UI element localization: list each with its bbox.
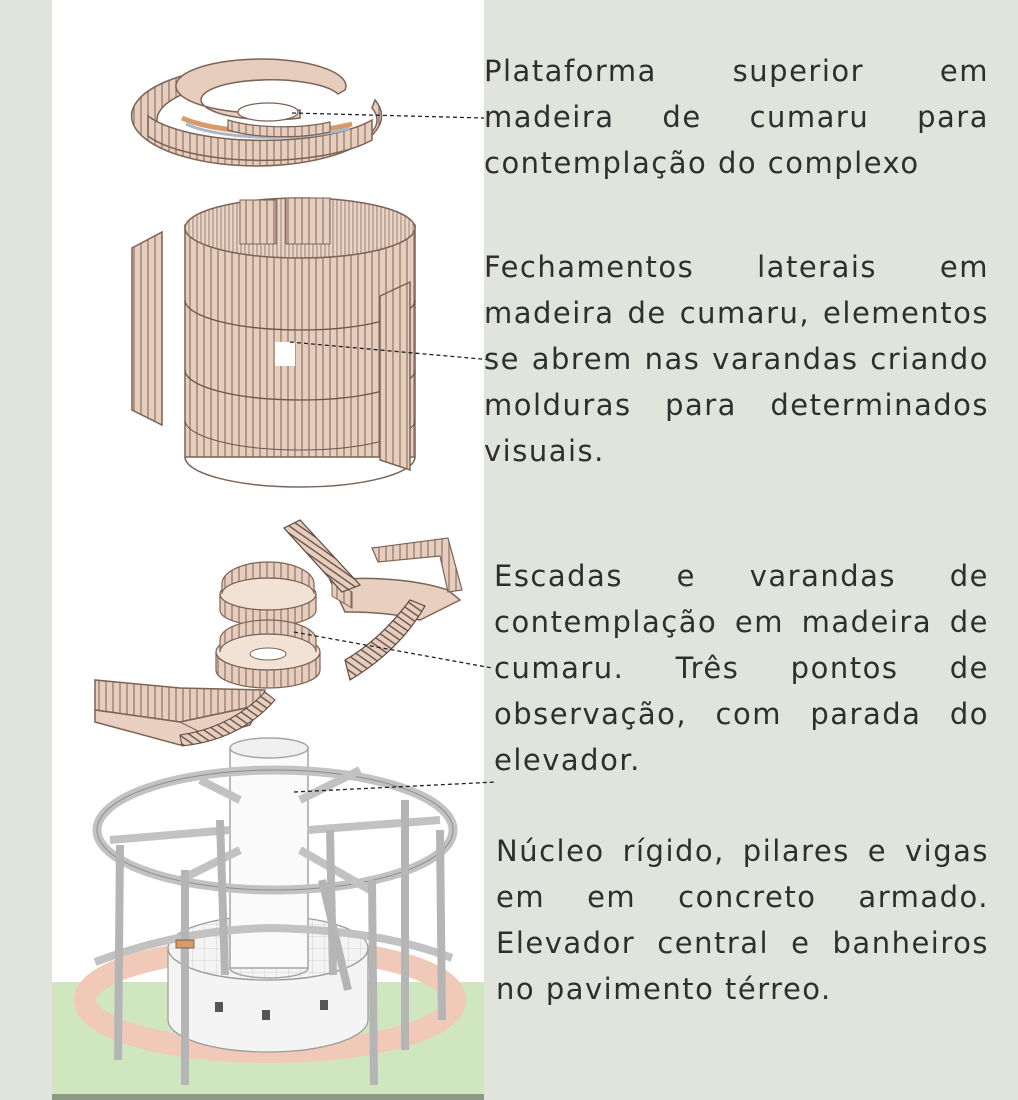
leader-escadas xyxy=(293,631,493,669)
caption-line: madeira de cumaru, elementos xyxy=(484,296,989,330)
caption-line: cumaru. Três pontos de xyxy=(494,651,989,685)
stairs-and-balconies xyxy=(94,519,463,747)
leader-plataforma xyxy=(291,112,485,119)
leader-fechamentos xyxy=(289,341,493,361)
caption-line: contemplação do complexo xyxy=(484,146,920,180)
caption-escadas: Escadas e varandas de contemplação em ma… xyxy=(494,553,989,783)
caption-line: Núcleo rígido, pilares e vigas xyxy=(496,834,989,868)
leader-nucleo xyxy=(293,781,497,793)
caption-line: molduras para determinados xyxy=(484,388,989,422)
caption-line: Plataforma superior em xyxy=(484,54,989,88)
caption-line: Fechamentos laterais em xyxy=(484,250,989,284)
caption-line: contemplação em madeira de xyxy=(494,605,989,639)
slat-enclosure xyxy=(131,197,416,488)
caption-line: Escadas e varandas de xyxy=(494,559,989,593)
caption-line: Elevador central e banheiros xyxy=(496,926,989,960)
caption-line: em em concreto armado. xyxy=(496,880,989,914)
caption-nucleo: Núcleo rígido, pilares e vigas em em con… xyxy=(496,828,989,1012)
caption-line: visuais. xyxy=(484,434,605,468)
caption-line: no pavimento térreo. xyxy=(496,972,832,1006)
caption-line: observação, com parada do xyxy=(494,697,989,731)
caption-plataforma: Plataforma superior em madeira de cumaru… xyxy=(484,48,989,186)
caption-line: elevador. xyxy=(494,743,641,777)
ground-edge xyxy=(52,1094,484,1100)
leader-lines xyxy=(289,112,497,793)
caption-line: madeira de cumaru para xyxy=(484,100,989,134)
caption-line: se abrem nas varandas criando xyxy=(484,342,989,376)
caption-fechamentos: Fechamentos laterais em madeira de cumar… xyxy=(484,244,989,474)
concrete-structure xyxy=(74,737,466,1086)
upper-platform xyxy=(130,58,383,167)
